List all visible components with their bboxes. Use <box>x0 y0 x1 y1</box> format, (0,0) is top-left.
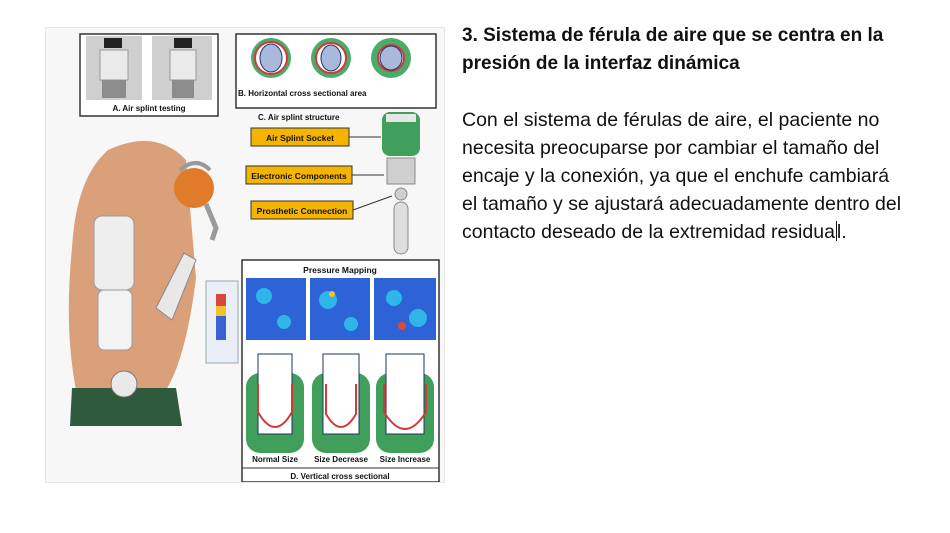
pressure-mapping-title: Pressure Mapping <box>303 265 377 275</box>
panel-b-horizontal-cross-section: B. Horizontal cross sectional area <box>235 33 437 109</box>
pressure-map-columns <box>246 278 436 340</box>
vertical-cross-section-normal: Normal Size <box>246 353 306 467</box>
panel-c-air-splint-structure: C. Air splint structure Air Splint Socke… <box>245 112 420 255</box>
slide-heading: 3. Sistema de férula de aire que se cent… <box>462 25 884 74</box>
panel-a-label: A. Air splint testing <box>112 104 185 113</box>
air-splint-figure: A. Air splint testing B. Horizontal cros… <box>45 27 445 483</box>
size-label-decrease: Size Decrease <box>314 455 368 464</box>
panel-a-air-splint-testing: A. Air splint testing <box>79 33 219 117</box>
size-label-normal: Normal Size <box>252 455 298 464</box>
figure-illustration: A. Air splint testing B. Horizontal cros… <box>68 33 440 482</box>
body-text-before-caret: Con el sistema de férulas de aire, el pa… <box>462 109 902 243</box>
patient-prosthesis-illustration <box>68 141 219 426</box>
size-label-increase: Size Increase <box>380 455 431 464</box>
label-electronic-components: Electronic Components <box>251 171 347 181</box>
label-prosthetic-connection: Prosthetic Connection <box>257 206 348 216</box>
vertical-cross-section-increase: Size Increase <box>374 353 434 467</box>
panel-d-pressure-mapping: Pressure Mapping <box>205 259 440 482</box>
text-cursor <box>835 221 837 241</box>
panel-b-label: B. Horizontal cross sectional area <box>238 89 367 98</box>
slide-body-text[interactable]: Con el sistema de férulas de aire, el pa… <box>462 106 902 246</box>
panel-c-title: C. Air splint structure <box>258 113 340 122</box>
vertical-cross-section-decrease: Size Decrease <box>310 353 370 467</box>
label-air-splint-socket: Air Splint Socket <box>266 133 334 143</box>
body-text-after-caret: l. <box>836 221 847 243</box>
panel-d-label: D. Vertical cross sectional <box>290 472 389 481</box>
